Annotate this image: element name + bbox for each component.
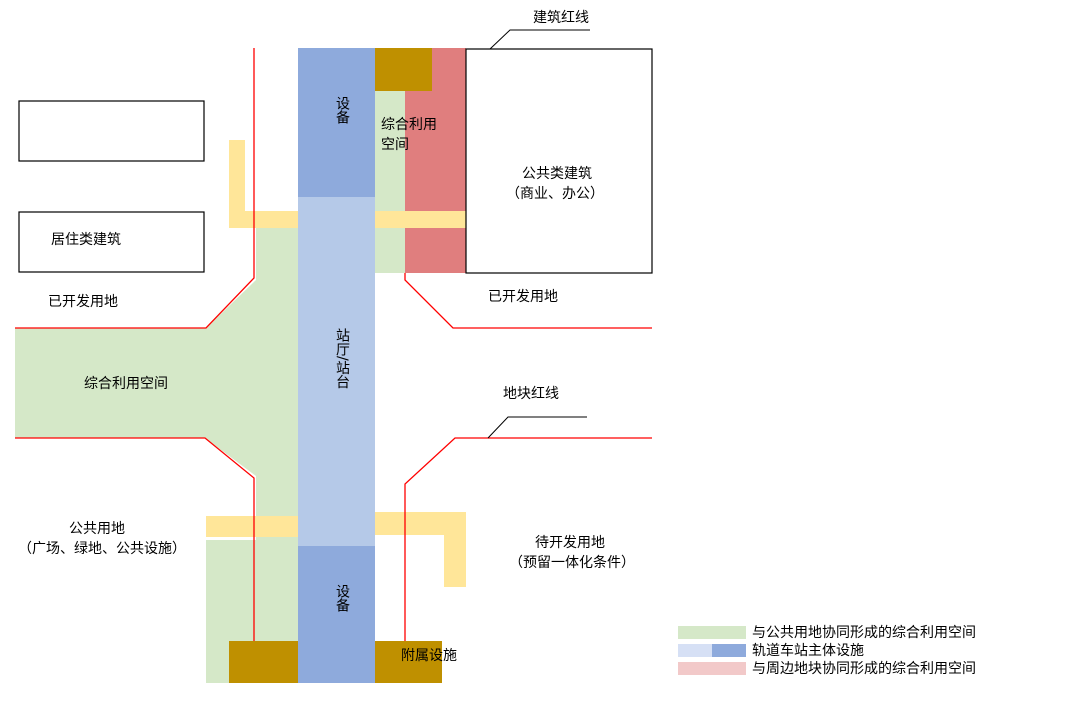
legend-label-public: 与公共用地协同形成的综合利用空间 bbox=[752, 625, 976, 641]
red-lines bbox=[15, 48, 652, 641]
legend-swatch-adjacent bbox=[678, 662, 746, 675]
public-building bbox=[465, 48, 653, 274]
label-public-land: 公共用地 bbox=[69, 521, 125, 537]
passage-bottom-right bbox=[375, 512, 466, 587]
leader-plot-red-line bbox=[487, 416, 587, 439]
ancillary-block-top bbox=[375, 48, 432, 91]
label-public-building: 公共类建筑 bbox=[522, 166, 592, 182]
label-public-land-sub: （广场、绿地、公共设施） bbox=[18, 541, 186, 557]
ancillary-block-bottom-left bbox=[229, 641, 298, 683]
label-plot-red-line: 地块红线 bbox=[503, 386, 559, 402]
red-line-left-lower bbox=[15, 437, 255, 641]
label-equipment-top: 设备 bbox=[334, 96, 350, 124]
label-equipment-bottom: 设备 bbox=[334, 584, 350, 612]
label-building-red-line: 建筑红线 bbox=[533, 10, 589, 26]
red-line-right-upper bbox=[404, 273, 652, 329]
label-public-building-sub: （商业、办公） bbox=[506, 186, 604, 202]
label-to-develop: 待开发用地 bbox=[535, 535, 605, 551]
leader-building-red-line bbox=[489, 29, 590, 50]
label-to-develop-sub: （预留一体化条件） bbox=[509, 554, 635, 571]
label-comprehensive-top-line1: 综合利用 bbox=[381, 117, 437, 133]
equipment-top-block bbox=[298, 48, 375, 197]
label-comprehensive-top-line2: 空间 bbox=[381, 137, 409, 153]
red-line-left-upper bbox=[15, 48, 255, 329]
passage-bottom-left bbox=[206, 516, 298, 537]
label-developed-right: 已开发用地 bbox=[488, 289, 558, 305]
label-ancillary: 附属设施 bbox=[401, 648, 457, 664]
legend-swatch-public bbox=[678, 626, 746, 639]
legend-label-adjacent: 与周边地块协同形成的综合利用空间 bbox=[752, 661, 976, 677]
equipment-bottom-block bbox=[298, 546, 375, 683]
station-hall-platform bbox=[298, 197, 375, 547]
legend-label-station: 轨道车站主体设施 bbox=[752, 642, 864, 659]
label-comprehensive-left: 综合利用空间 bbox=[84, 376, 168, 392]
label-developed-left: 已开发用地 bbox=[48, 294, 118, 310]
label-station: 站厅/站台 bbox=[334, 328, 350, 389]
right-top-comprehensive-space bbox=[375, 90, 405, 273]
residential-building bbox=[18, 211, 205, 273]
legend-swatch-station-dark bbox=[712, 644, 746, 657]
label-residential: 居住类建筑 bbox=[51, 232, 121, 248]
passage-top-left bbox=[229, 140, 298, 228]
passage-top-right bbox=[375, 211, 466, 228]
red-line-right-lower bbox=[404, 437, 652, 641]
legend: 与公共用地协同形成的综合利用空间 轨道车站主体设施 与周边地块协同形成的综合利用… bbox=[678, 625, 976, 677]
legend-swatch-station-light bbox=[678, 644, 712, 657]
left-comprehensive-space bbox=[15, 228, 298, 683]
residential-building-top bbox=[18, 100, 205, 162]
ancillary-block-bottom-right bbox=[375, 641, 442, 683]
